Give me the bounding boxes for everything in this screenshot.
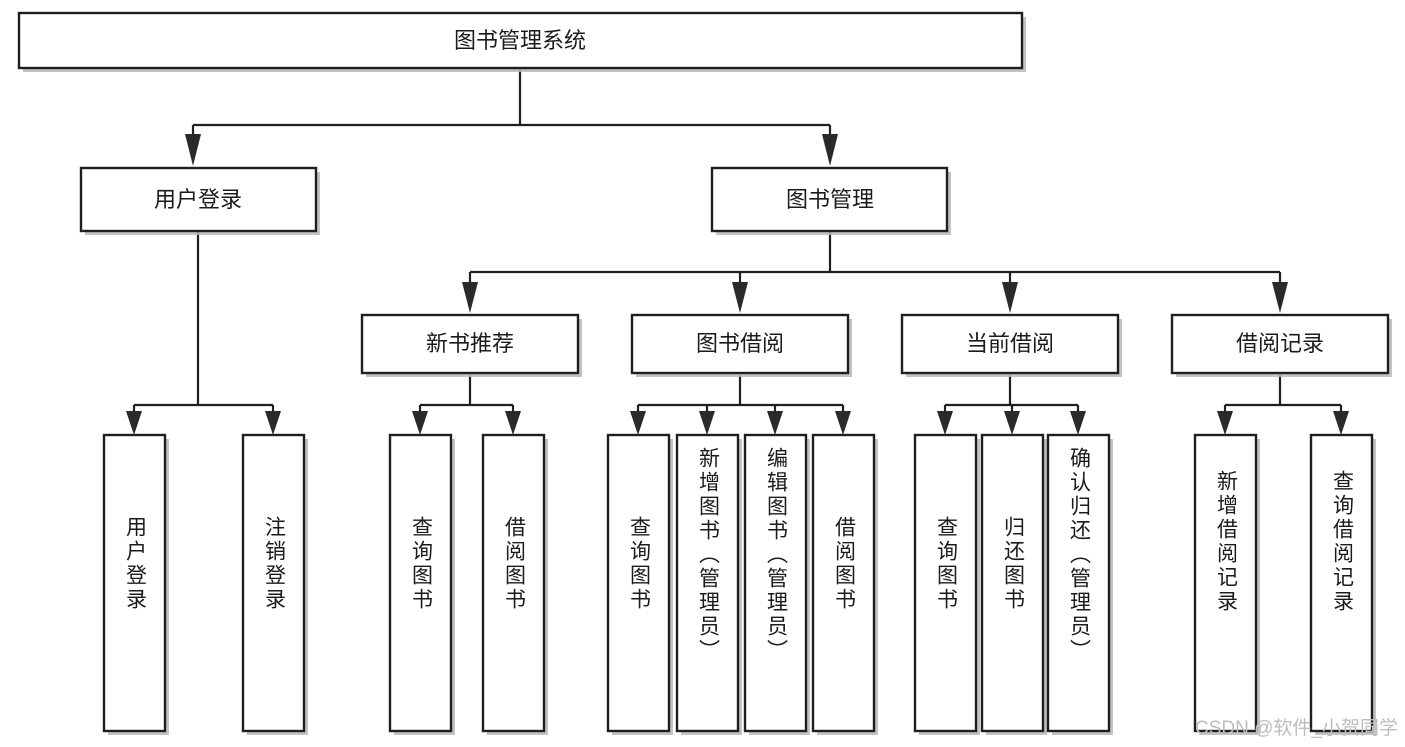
- arrow-head-leaf-add-record: [1217, 411, 1233, 435]
- node-leaf-add-record[interactable]: 新增借阅记录: [1193, 433, 1260, 735]
- node-leaf-borrow-book-1-label: 借阅图书: [502, 516, 526, 612]
- node-leaf-add-book-box[interactable]: [675, 433, 740, 733]
- arrow-head-leaf-query-book-1: [412, 411, 428, 435]
- node-leaf-query-record-box[interactable]: [1309, 433, 1374, 733]
- node-book-borrow-label: 图书借阅: [696, 331, 784, 356]
- arrow-head-leaf-logout-login: [265, 411, 281, 435]
- node-leaf-borrow-book-2[interactable]: 借阅图书: [811, 433, 878, 735]
- arrow-head-book-manage: [822, 134, 838, 166]
- arrow-head-current-borrow: [1002, 282, 1018, 313]
- connector-book-borrow-to-leaves: [630, 375, 851, 435]
- arrow-head-leaf-user-login: [126, 411, 142, 435]
- node-user-login[interactable]: 用户登录: [79, 166, 320, 235]
- node-book-manage[interactable]: 图书管理: [710, 166, 951, 235]
- arrow-head-leaf-confirm-return: [1070, 411, 1086, 435]
- node-book-manage-box[interactable]: [710, 166, 949, 233]
- node-leaf-user-login-label: 用户登录: [123, 516, 147, 612]
- arrow-head-leaf-borrow-book-1: [505, 411, 521, 435]
- node-root-label: 图书管理系统: [454, 28, 586, 53]
- node-leaf-add-record-label: 新增借阅记录: [1214, 470, 1238, 614]
- connector-current-borrow-to-leaves: [937, 375, 1086, 435]
- node-book-manage-label: 图书管理: [786, 187, 874, 212]
- arrow-head-leaf-query-book-3: [937, 411, 953, 435]
- node-book-borrow[interactable]: 图书借阅: [630, 313, 852, 377]
- node-leaf-return-book-box[interactable]: [980, 433, 1045, 733]
- arrow-head-leaf-edit-book: [767, 411, 783, 435]
- arrow-head-leaf-add-book: [699, 411, 715, 435]
- node-leaf-query-book-2-box[interactable]: [606, 433, 671, 733]
- node-leaf-user-login[interactable]: 用户登录: [102, 433, 169, 735]
- watermark-label: CSDN @软件_小贺同学: [1195, 717, 1398, 739]
- node-leaf-confirm-return[interactable]: 确认归还（管理员）: [1046, 433, 1113, 735]
- node-new-book-rec[interactable]: 新书推荐: [360, 313, 582, 377]
- connector-user-login-to-leaves: [126, 232, 281, 435]
- node-book-borrow-box[interactable]: [630, 313, 850, 375]
- node-borrow-record[interactable]: 借阅记录: [1170, 313, 1392, 377]
- node-root-box[interactable]: [17, 11, 1024, 70]
- node-leaf-query-record[interactable]: 查询借阅记录: [1309, 433, 1376, 735]
- connector-root-to-level2: [185, 68, 838, 166]
- node-leaf-logout-login-label: 注销登录: [262, 516, 286, 612]
- connector-borrow-record-to-leaves: [1217, 375, 1349, 435]
- connector-book-manage-to-level3: [462, 232, 1288, 313]
- node-leaf-confirm-return-box[interactable]: [1046, 433, 1111, 733]
- node-leaf-query-book-1-label: 查询图书: [409, 516, 433, 612]
- node-leaf-logout-login-box[interactable]: [241, 433, 306, 733]
- node-root[interactable]: 图书管理系统: [17, 11, 1026, 72]
- node-current-borrow-label: 当前借阅: [966, 331, 1054, 356]
- arrow-head-borrow-record: [1272, 282, 1288, 313]
- node-leaf-borrow-book-2-label: 借阅图书: [832, 516, 856, 612]
- node-borrow-record-box[interactable]: [1170, 313, 1390, 375]
- node-leaf-query-book-3-box[interactable]: [913, 433, 978, 733]
- node-new-book-rec-label: 新书推荐: [426, 331, 514, 356]
- node-leaf-add-record-box[interactable]: [1193, 433, 1258, 733]
- arrow-head-leaf-return-book: [1004, 411, 1020, 435]
- node-borrow-record-label: 借阅记录: [1236, 331, 1324, 356]
- node-new-book-rec-box[interactable]: [360, 313, 580, 375]
- node-leaf-query-book-3[interactable]: 查询图书: [913, 433, 980, 735]
- arrow-head-leaf-borrow-book-2: [835, 411, 851, 435]
- arrow-head-new-book-rec: [462, 282, 478, 313]
- node-leaf-query-record-label: 查询借阅记录: [1330, 470, 1354, 614]
- node-user-login-box[interactable]: [79, 166, 318, 233]
- node-leaf-query-book-2[interactable]: 查询图书: [606, 433, 673, 735]
- node-leaf-edit-book[interactable]: 编辑图书（管理员）: [743, 433, 810, 735]
- arrow-head-leaf-query-record: [1333, 411, 1349, 435]
- node-leaf-query-book-1[interactable]: 查询图书: [388, 433, 455, 735]
- node-current-borrow[interactable]: 当前借阅: [900, 313, 1122, 377]
- node-leaf-add-book-label: 新增图书（管理员）: [696, 447, 720, 663]
- node-leaf-confirm-return-label: 确认归还（管理员）: [1067, 447, 1091, 663]
- arrow-head-user-login: [185, 134, 201, 166]
- node-leaf-edit-book-label: 编辑图书（管理员）: [764, 447, 788, 663]
- connector-new-book-rec-to-leaves: [412, 375, 521, 435]
- node-leaf-add-book[interactable]: 新增图书（管理员）: [675, 433, 742, 735]
- node-leaf-logout-login[interactable]: 注销登录: [241, 433, 308, 735]
- node-leaf-edit-book-box[interactable]: [743, 433, 808, 733]
- node-leaf-borrow-book-1[interactable]: 借阅图书: [481, 433, 548, 735]
- node-user-login-label: 用户登录: [154, 187, 242, 212]
- arrow-head-book-borrow: [732, 282, 748, 313]
- node-leaf-borrow-book-1-box[interactable]: [481, 433, 546, 733]
- node-leaf-query-book-1-box[interactable]: [388, 433, 453, 733]
- node-leaf-query-book-3-label: 查询图书: [934, 516, 958, 612]
- node-leaf-user-login-box[interactable]: [102, 433, 167, 733]
- node-leaf-return-book[interactable]: 归还图书: [980, 433, 1047, 735]
- node-leaf-query-book-2-label: 查询图书: [627, 516, 651, 612]
- node-leaf-borrow-book-2-box[interactable]: [811, 433, 876, 733]
- arrow-head-leaf-query-book-2: [630, 411, 646, 435]
- node-current-borrow-box[interactable]: [900, 313, 1120, 375]
- node-leaf-return-book-label: 归还图书: [1001, 516, 1025, 612]
